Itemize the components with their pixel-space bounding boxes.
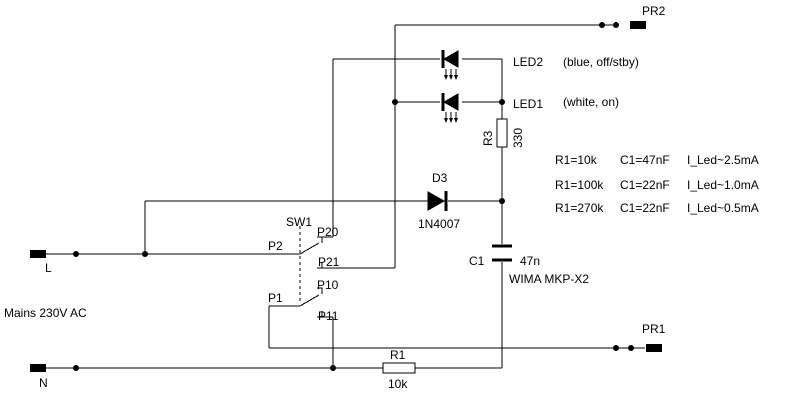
sw1-p10-contact (317, 287, 323, 294)
label-d3: D3 (432, 171, 448, 185)
led2-triangle (442, 50, 459, 68)
junction-dot (73, 365, 79, 371)
r1-resistor (382, 362, 416, 374)
sw1-p20-contact (317, 236, 323, 243)
label-mains: Mains 230V AC (4, 306, 87, 320)
table-i-value: I_Led~2.5mA (687, 153, 759, 167)
label-sw1: SW1 (286, 215, 312, 229)
led1-triangle (442, 93, 459, 111)
d3-symbol (427, 191, 448, 211)
label-p21: P21 (318, 255, 340, 269)
terminal-pr2 (630, 21, 646, 29)
wires (46, 24, 645, 369)
table-c-value: C1=22nF (620, 178, 670, 192)
label-l: L (45, 261, 52, 275)
table-row: R1=100k C1=22nF I_Led~1.0mA (555, 178, 759, 192)
label-c1-value: 47n (520, 254, 540, 268)
junction-dot (499, 198, 505, 204)
junction-dot (73, 251, 79, 257)
table-r-value: R1=270k (555, 201, 604, 215)
terminal-l (30, 250, 46, 258)
label-p20: P20 (317, 225, 339, 239)
label-p1: P1 (268, 291, 283, 305)
label-r1: R1 (390, 348, 406, 362)
table-c-value: C1=22nF (620, 201, 670, 215)
terminal-pr1 (646, 344, 662, 352)
junctions (73, 22, 634, 371)
sw1-upper-blade (299, 242, 320, 255)
table-c-value: C1=47nF (620, 153, 670, 167)
label-pr2: PR2 (642, 4, 666, 18)
label-r1-value: 10k (388, 377, 408, 391)
sw1-switch (269, 226, 323, 318)
led1-symbol (441, 93, 459, 123)
table-r-value: R1=10k (555, 153, 598, 167)
table-i-value: I_Led~1.0mA (687, 178, 759, 192)
label-p11: P11 (318, 309, 339, 323)
junction-dot (142, 251, 148, 257)
table-row: R1=10k C1=47nF I_Led~2.5mA (555, 153, 759, 167)
d3-triangle (427, 191, 446, 211)
sw1-p21-contact (317, 262, 323, 269)
junction-dot (392, 99, 398, 105)
junction-dot (499, 99, 505, 105)
table-r-value: R1=100k (555, 178, 604, 192)
label-r3: R3 (481, 130, 495, 146)
label-n: N (39, 376, 48, 390)
label-c1: C1 (469, 254, 485, 268)
sw1-p11-contact (317, 311, 323, 318)
c1-symbol (492, 244, 512, 262)
junction-dot (613, 345, 619, 351)
junction-dot (599, 22, 605, 28)
value-table: R1=10k C1=47nF I_Led~2.5mA R1=100k C1=22… (555, 153, 759, 215)
label-led2: LED2 (513, 55, 543, 69)
label-c1-part: WIMA MKP-X2 (509, 272, 589, 286)
sw1-lower-blade (299, 294, 320, 307)
led2-arrowheads (444, 75, 458, 80)
label-pr1: PR1 (642, 322, 666, 336)
terminal-n (30, 364, 46, 372)
label-p2: P2 (268, 239, 283, 253)
label-led2-note: (blue, off/stby) (563, 55, 639, 69)
label-led1-note: (white, on) (563, 95, 619, 109)
label-led1: LED1 (513, 97, 543, 111)
label-d3-part: 1N4007 (418, 217, 460, 231)
r3-resistor (496, 118, 508, 148)
label-r3-value: 330 (511, 128, 525, 148)
led2-symbol (441, 50, 459, 80)
junction-dot (330, 365, 336, 371)
table-row: R1=270k C1=22nF I_Led~0.5mA (555, 201, 759, 215)
led1-arrowheads (444, 118, 458, 123)
junction-dot (628, 345, 634, 351)
label-p10: P10 (317, 278, 339, 292)
table-i-value: I_Led~0.5mA (687, 201, 759, 215)
labels: PR2 PR1 L N Mains 230V AC LED2 (blue, of… (4, 4, 666, 391)
junction-dot (613, 22, 619, 28)
